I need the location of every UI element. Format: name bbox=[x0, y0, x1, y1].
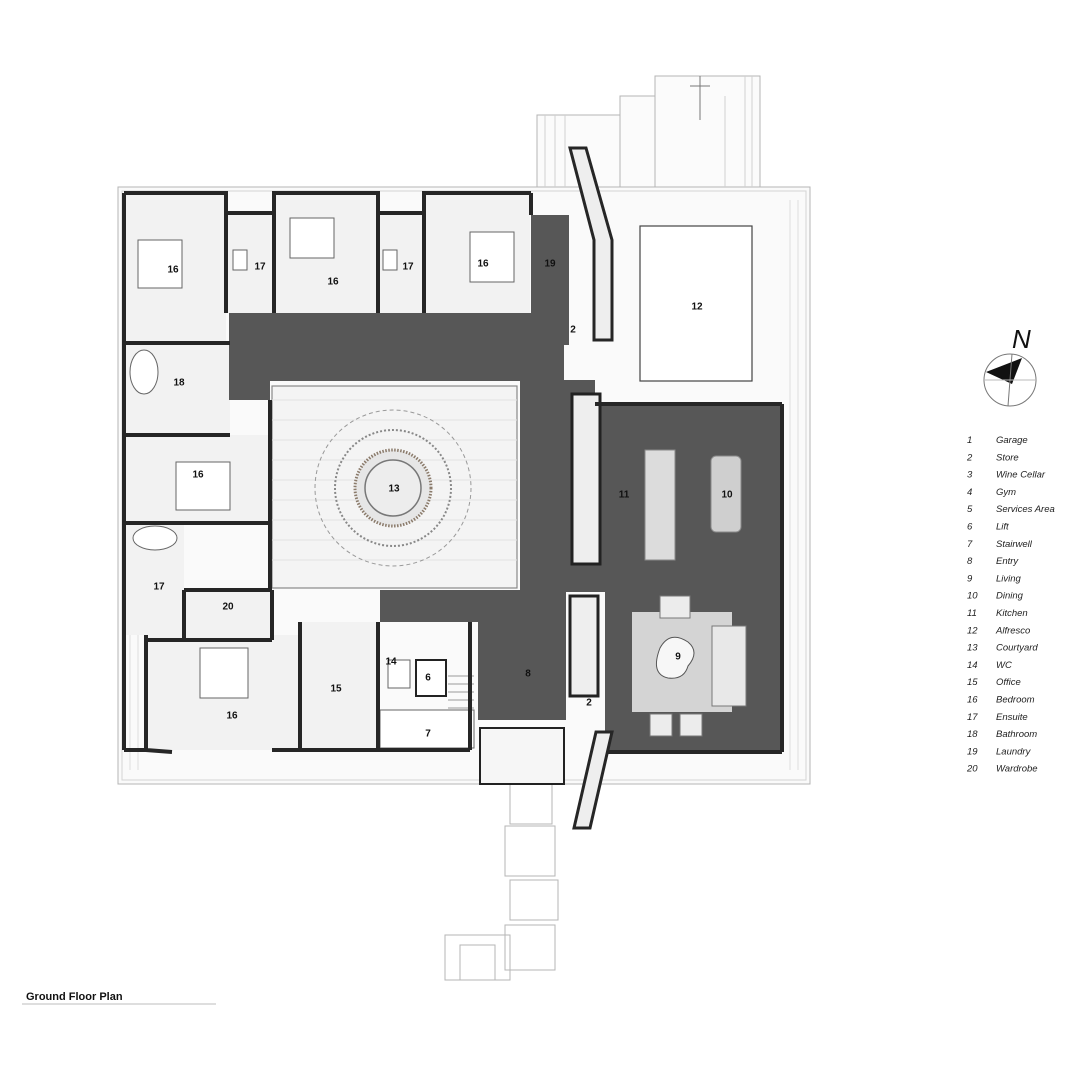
legend-number: 20 bbox=[966, 764, 978, 775]
label-lift: 6 bbox=[425, 673, 431, 684]
legend-number: 14 bbox=[967, 660, 978, 671]
label-wardrobe: 20 bbox=[222, 602, 234, 613]
legend-room-name: WC bbox=[996, 660, 1012, 671]
legend-room-name: Living bbox=[996, 573, 1022, 584]
label-entry: 8 bbox=[525, 669, 531, 680]
legend-room-name: Dining bbox=[996, 591, 1024, 602]
north-arrow-pointer bbox=[986, 358, 1022, 384]
label-laundry: 19 bbox=[544, 259, 556, 270]
label-bedroom-ne: 16 bbox=[477, 259, 489, 270]
label-courtyard: 13 bbox=[388, 484, 400, 495]
legend-room-name: Ensuite bbox=[996, 712, 1028, 723]
label-ensuite-sw: 17 bbox=[153, 582, 165, 593]
plan-title: Ground Floor Plan bbox=[26, 991, 123, 1003]
label-ensuite-nw: 17 bbox=[254, 262, 266, 273]
room-legend: 1 Garage 2 Store 3 Wine Cellar 4 Gym 5 Services A… bbox=[966, 435, 1055, 775]
legend-room-name: Courtyard bbox=[996, 643, 1038, 654]
legend-room-name: Laundry bbox=[996, 746, 1032, 757]
bedroom-furniture bbox=[129, 217, 565, 785]
plan-title-block: Ground Floor Plan bbox=[22, 991, 216, 1005]
living-furniture bbox=[632, 595, 747, 737]
walls bbox=[122, 191, 784, 754]
legend-number: 1 bbox=[967, 435, 972, 446]
legend-number: 3 bbox=[967, 470, 973, 481]
label-office: 15 bbox=[330, 684, 342, 695]
legend-room-name: Wine Cellar bbox=[996, 470, 1046, 481]
legend-room-name: Office bbox=[996, 677, 1021, 688]
label-bathroom-w: 18 bbox=[173, 378, 185, 389]
angled-walls bbox=[568, 146, 614, 830]
legend-number: 11 bbox=[967, 608, 977, 619]
legend-room-name: Store bbox=[996, 452, 1019, 463]
legend-number: 8 bbox=[967, 556, 973, 567]
north-arrow: N bbox=[983, 324, 1037, 407]
legend-room-name: Entry bbox=[996, 556, 1019, 567]
legend-number: 5 bbox=[967, 504, 973, 515]
legend-room-name: Services Area bbox=[996, 504, 1055, 515]
legend-room-name: Gym bbox=[996, 487, 1016, 498]
legend-room-name: Wardrobe bbox=[996, 764, 1038, 775]
label-store-s: 2 bbox=[586, 698, 592, 709]
legend-number: 9 bbox=[967, 573, 973, 584]
label-stairwell: 7 bbox=[425, 729, 431, 740]
legend-room-name: Garage bbox=[996, 435, 1028, 446]
label-bedroom-sw: 16 bbox=[226, 711, 238, 722]
label-dining: 10 bbox=[721, 490, 733, 501]
legend-number: 18 bbox=[967, 729, 978, 740]
legend-room-name: Bedroom bbox=[996, 695, 1035, 706]
legend-room-name: Kitchen bbox=[996, 608, 1028, 619]
legend-number: 10 bbox=[967, 591, 978, 602]
legend-room-name: Stairwell bbox=[996, 539, 1033, 550]
label-alfresco: 12 bbox=[691, 302, 703, 313]
legend-number: 15 bbox=[967, 677, 978, 688]
legend-number: 19 bbox=[967, 746, 978, 757]
label-store-n: 2 bbox=[570, 325, 576, 336]
legend-number: 6 bbox=[967, 522, 973, 533]
legend-number: 17 bbox=[967, 712, 978, 723]
label-bedroom-w: 16 bbox=[192, 470, 204, 481]
legend-number: 16 bbox=[967, 695, 978, 706]
kitchen-dining-furniture bbox=[568, 392, 742, 698]
label-kitchen: 11 bbox=[619, 490, 630, 501]
legend-number: 4 bbox=[967, 487, 972, 498]
legend-number: 13 bbox=[967, 643, 978, 654]
legend-room-name: Lift bbox=[996, 522, 1009, 533]
label-bedroom-nw: 16 bbox=[167, 265, 179, 276]
label-ensuite-n-mid: 17 bbox=[402, 262, 414, 273]
legend-room-name: Bathroom bbox=[996, 729, 1037, 740]
legend-number: 7 bbox=[967, 539, 973, 550]
alfresco-area bbox=[639, 225, 753, 382]
label-wc: 14 bbox=[385, 657, 397, 668]
legend-number: 12 bbox=[967, 625, 978, 636]
label-living: 9 bbox=[675, 652, 681, 663]
legend-room-name: Alfresco bbox=[995, 625, 1030, 636]
legend-number: 2 bbox=[966, 452, 973, 463]
room-number-labels: 16 17 16 17 16 19 2 12 18 16 13 11 10 17… bbox=[153, 259, 733, 740]
north-letter: N bbox=[1012, 324, 1031, 354]
label-bedroom-n-mid: 16 bbox=[327, 277, 339, 288]
courtyard bbox=[271, 385, 518, 589]
